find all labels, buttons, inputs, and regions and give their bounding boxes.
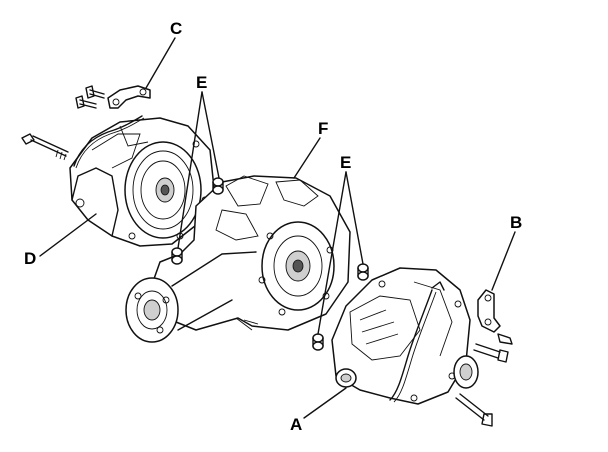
label-e-right: E bbox=[340, 153, 351, 172]
dowel-pin-2 bbox=[171, 247, 183, 265]
label-c: C bbox=[170, 19, 182, 38]
part-b-bracket bbox=[455, 289, 513, 427]
leader-f bbox=[293, 137, 321, 179]
label-d: D bbox=[24, 249, 36, 268]
leader-d bbox=[39, 213, 97, 257]
leader-e-right-1 bbox=[345, 171, 364, 265]
leader-b bbox=[491, 231, 516, 291]
part-f-center-case bbox=[125, 175, 351, 343]
dowel-pin-4 bbox=[312, 333, 324, 351]
leader-lines bbox=[39, 37, 516, 419]
bolt-left bbox=[21, 133, 69, 161]
label-f: F bbox=[318, 119, 328, 138]
leader-e-top-2 bbox=[177, 91, 203, 249]
label-a: A bbox=[290, 415, 302, 434]
dowel-pin-3 bbox=[357, 263, 369, 281]
part-c-bracket bbox=[75, 85, 151, 109]
leader-a bbox=[303, 387, 347, 419]
part-d-left-housing bbox=[69, 115, 215, 247]
dowel-pins bbox=[171, 177, 369, 351]
leader-c bbox=[145, 37, 176, 89]
label-b: B bbox=[510, 213, 522, 232]
dowel-pin-1 bbox=[212, 177, 224, 195]
leader-e-right-2 bbox=[317, 171, 347, 335]
label-e-top: E bbox=[196, 73, 207, 92]
leader-e-top-1 bbox=[201, 91, 220, 179]
callout-labels: C E F E B D A bbox=[24, 19, 522, 434]
part-a-right-housing bbox=[331, 267, 479, 405]
